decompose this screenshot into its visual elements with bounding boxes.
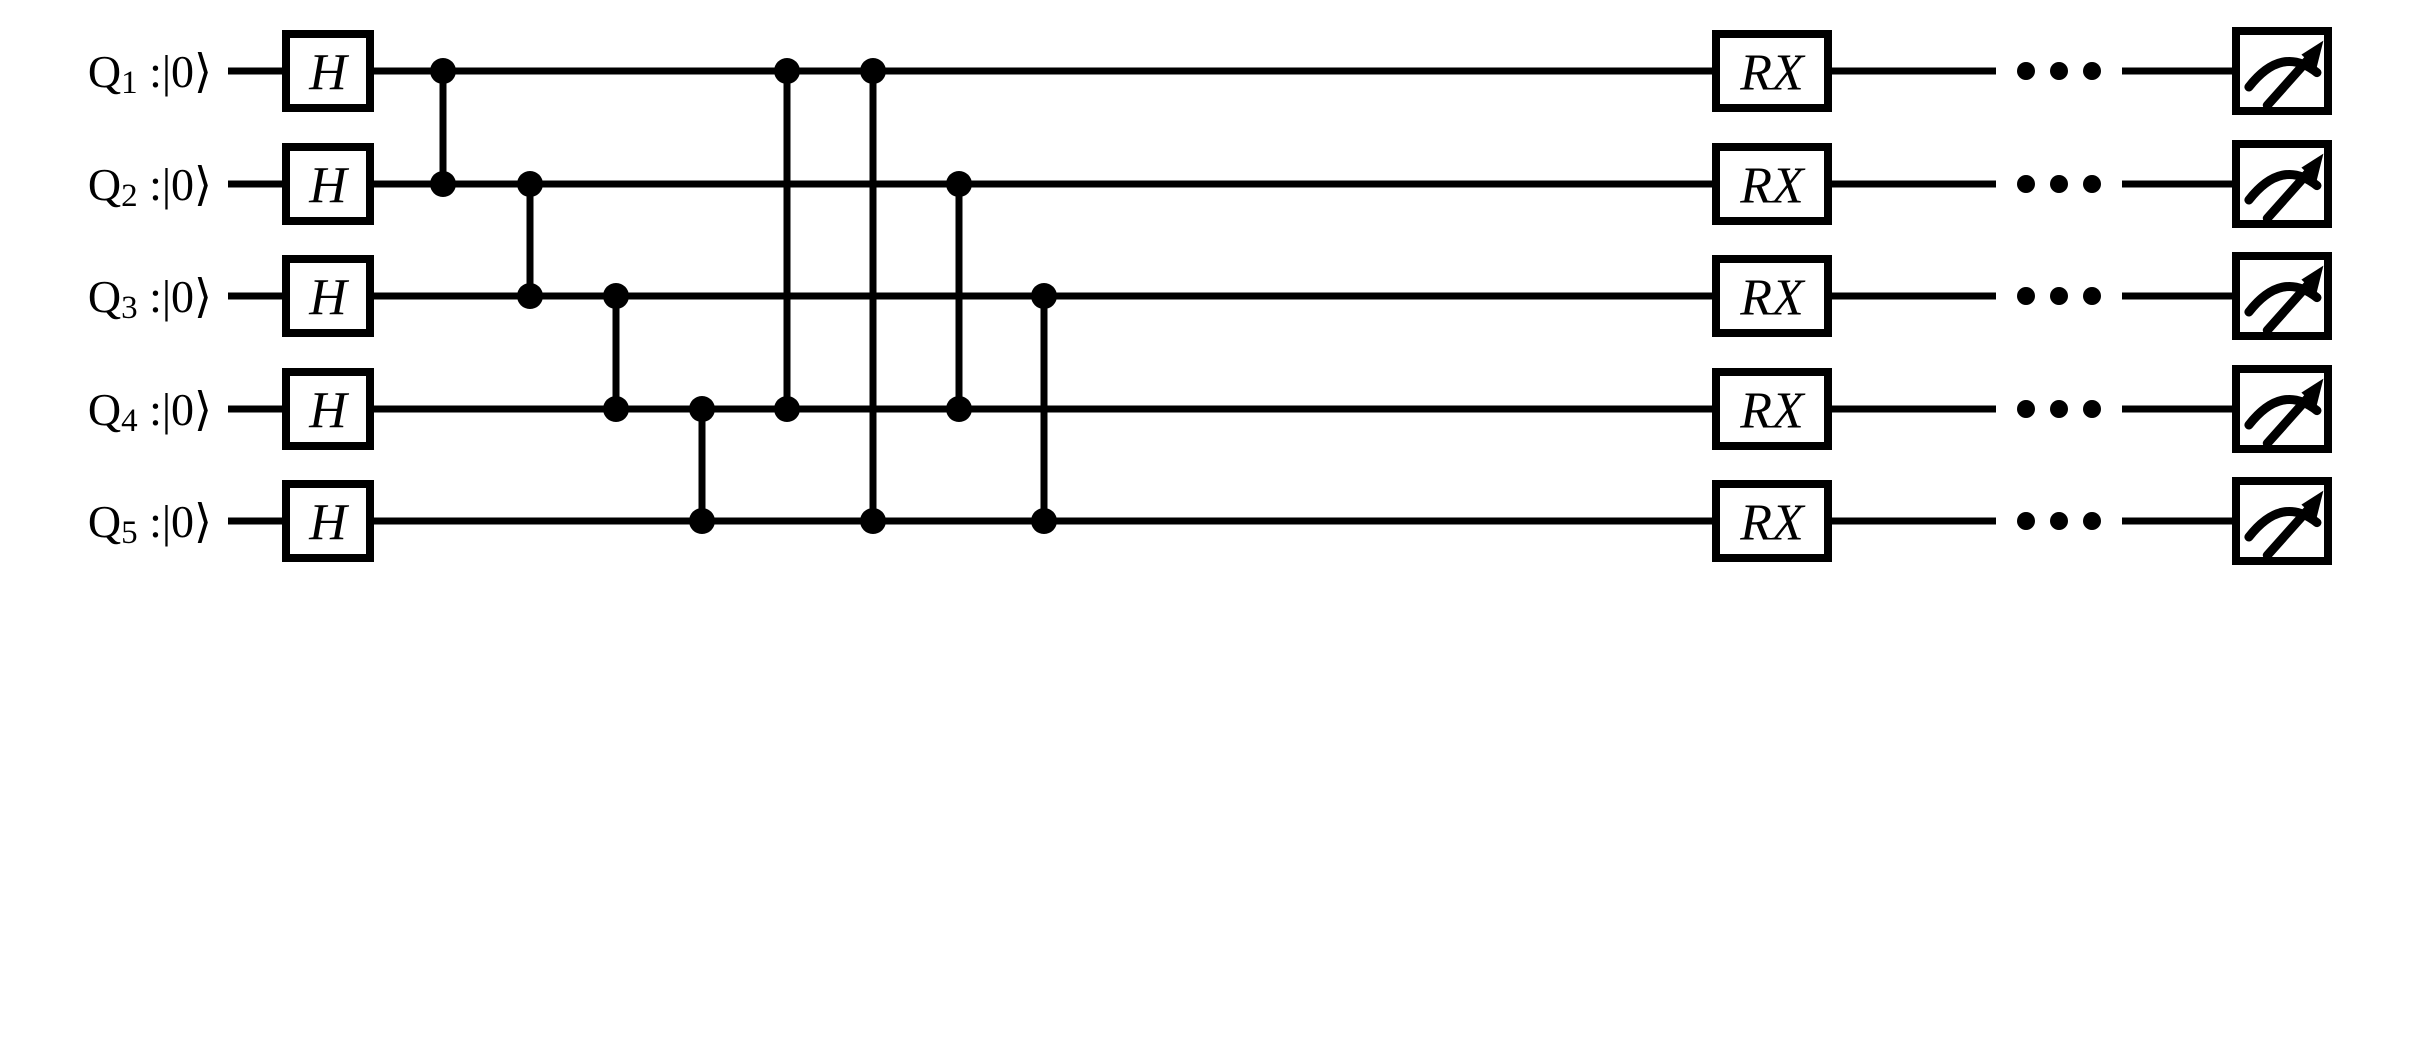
horizontal-ellipsis-icon-q2	[2050, 175, 2068, 193]
cz-q3-q5-control-dot	[1031, 508, 1057, 534]
ellipsis-group	[2017, 62, 2101, 530]
horizontal-ellipsis-icon-q4	[2050, 400, 2068, 418]
hadamard-gate-box-q4[interactable]	[282, 368, 374, 450]
horizontal-ellipsis-icon-q4	[2017, 400, 2035, 418]
cz-q2-q3-control-dot	[517, 171, 543, 197]
cz-q1-q5-control-dot	[860, 508, 886, 534]
measurement-gate-box-q3[interactable]	[2232, 252, 2332, 340]
measurement-meter-icon-q5	[2244, 490, 2324, 560]
horizontal-ellipsis-icon-q5	[2083, 512, 2101, 530]
cz-q1-q4-control-dot	[774, 58, 800, 84]
cz-q2-q4-control-dot	[946, 396, 972, 422]
rx-gate-label-q1: RX	[1739, 45, 1806, 102]
cz-q2-q3-control-dot	[517, 283, 543, 309]
hadamard-gate-label-q5: H	[308, 495, 349, 552]
hadamard-gate-box-q3[interactable]	[282, 255, 374, 337]
measurement-gate-group	[2232, 27, 2332, 565]
rx-gate-label-q5: RX	[1739, 495, 1806, 552]
qubit-label-q4: Q4 :|0⟩	[88, 384, 212, 440]
hadamard-gate-box-q1[interactable]	[282, 30, 374, 112]
rx-gate-box-q5[interactable]	[1712, 480, 1832, 562]
cz-q3-q5-control-dot	[1031, 283, 1057, 309]
rx-gate-group: RX RX RX RX RX	[1712, 30, 1832, 562]
rx-gate-box-q3[interactable]	[1712, 255, 1832, 337]
cz-q3-q4-control-dot	[603, 283, 629, 309]
hadamard-gate-label-q1: H	[308, 45, 349, 102]
cz-q3-q4-control-dot	[603, 396, 629, 422]
rx-gate-label-q2: RX	[1739, 158, 1806, 215]
horizontal-ellipsis-icon-q5	[2050, 512, 2068, 530]
hadamard-gate-box-q5[interactable]	[282, 480, 374, 562]
rx-gate-box-q2[interactable]	[1712, 143, 1832, 225]
qubit-label-q2: Q2 :|0⟩	[88, 159, 212, 215]
measurement-meter-icon-q4	[2244, 378, 2324, 448]
qubit-label-q3: Q3 :|0⟩	[88, 271, 212, 327]
measurement-meter-icon-q1	[2244, 40, 2324, 110]
measurement-meter-icon-q3	[2244, 265, 2324, 335]
horizontal-ellipsis-icon-q1	[2017, 62, 2035, 80]
cz-q4-q5-control-dot	[689, 508, 715, 534]
rx-gate-box-q4[interactable]	[1712, 368, 1832, 450]
qubit-label-group: Q1 :|0⟩ Q2 :|0⟩ Q3 :|0⟩ Q4 :|0⟩ Q5 :|0⟩	[88, 46, 212, 552]
rx-gate-label-q4: RX	[1739, 383, 1806, 440]
horizontal-ellipsis-icon-q2	[2017, 175, 2035, 193]
horizontal-ellipsis-icon-q1	[2083, 62, 2101, 80]
horizontal-ellipsis-icon-q5	[2017, 512, 2035, 530]
hadamard-gate-box-q2[interactable]	[282, 143, 374, 225]
rx-gate-label-q3: RX	[1739, 270, 1806, 327]
cz-entangler-group	[430, 58, 1057, 534]
qubit-label-q5: Q5 :|0⟩	[88, 496, 212, 552]
cz-q1-q5-control-dot	[860, 58, 886, 84]
horizontal-ellipsis-icon-q2	[2083, 175, 2101, 193]
cz-q1-q4-control-dot	[774, 396, 800, 422]
qubit-label-q1: Q1 :|0⟩	[88, 46, 212, 102]
cz-q4-q5-control-dot	[689, 396, 715, 422]
cz-q1-q2-control-dot	[430, 171, 456, 197]
horizontal-ellipsis-icon-q1	[2050, 62, 2068, 80]
cz-q2-q4-control-dot	[946, 171, 972, 197]
horizontal-ellipsis-icon-q3	[2050, 287, 2068, 305]
rx-gate-box-q1[interactable]	[1712, 30, 1832, 112]
horizontal-ellipsis-icon-q4	[2083, 400, 2101, 418]
hadamard-gate-label-q3: H	[308, 270, 349, 327]
cz-q1-q2-control-dot	[430, 58, 456, 84]
horizontal-ellipsis-icon-q3	[2083, 287, 2101, 305]
horizontal-ellipsis-icon-q3	[2017, 287, 2035, 305]
hadamard-gate-label-q4: H	[308, 383, 349, 440]
qubit-wire-group	[228, 67, 2332, 525]
measurement-meter-icon-q2	[2244, 153, 2324, 223]
hadamard-gate-label-q2: H	[308, 158, 349, 215]
